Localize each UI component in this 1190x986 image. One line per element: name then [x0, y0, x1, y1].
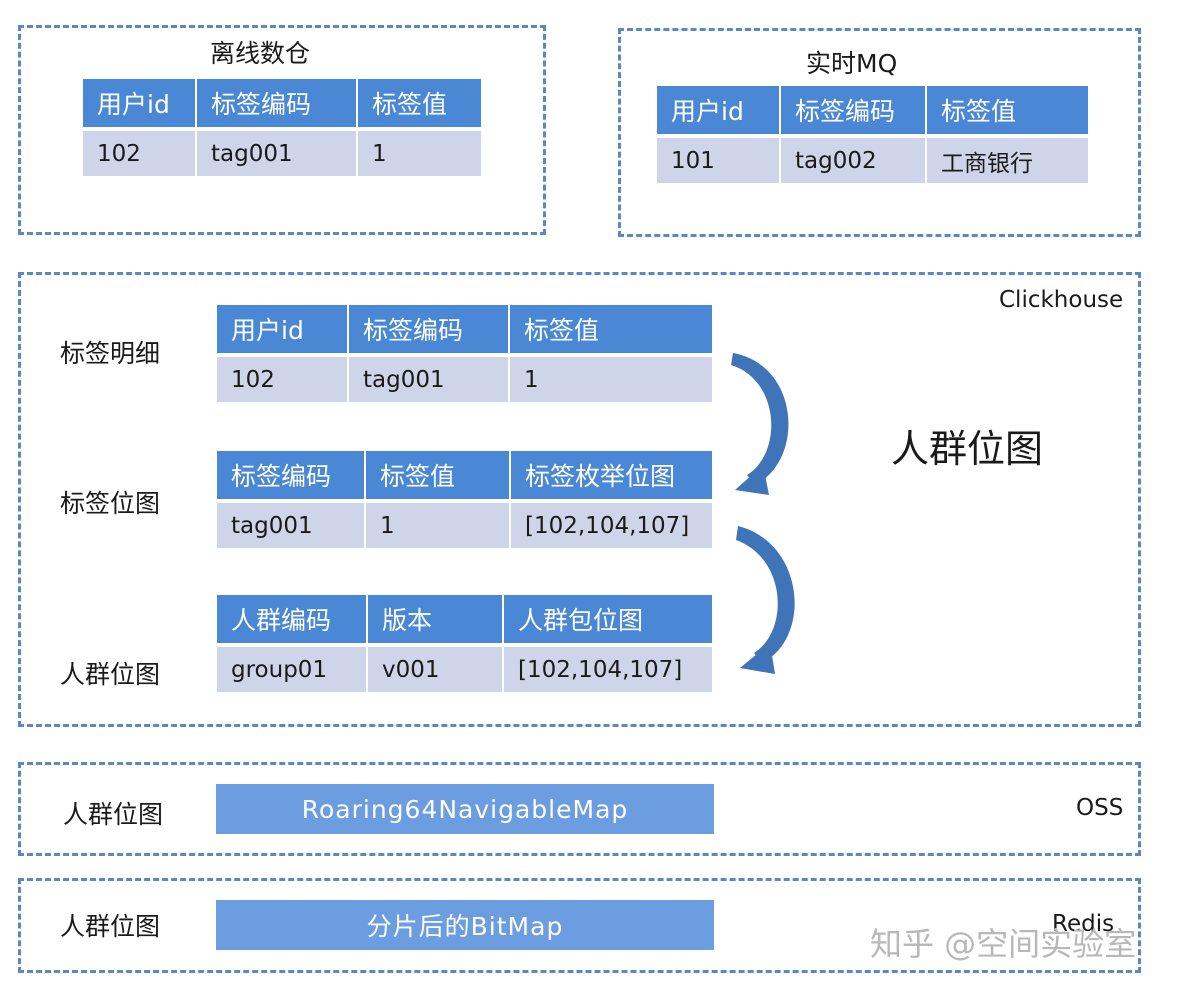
cell-tag-code: tag001: [348, 355, 510, 402]
header-tag-enum-bitmap: 标签枚举位图: [510, 451, 714, 503]
header-tag-code: 标签编码: [217, 451, 366, 503]
offline-table: 用户id 标签编码 标签值 102 tag001 1: [83, 79, 483, 176]
oss-label: 人群位图: [63, 800, 164, 829]
cell-tag-enum-bitmap: [102,104,107]: [510, 501, 714, 548]
curved-arrow-detail-to-tag-bitmap: [731, 353, 789, 495]
tag-detail-label: 标签明细: [60, 339, 161, 368]
redis-bitmap-bar: 分片后的BitMap: [216, 900, 714, 950]
table-row: 102 tag001 1: [217, 355, 714, 402]
crowd-bitmap-label: 人群位图: [60, 660, 161, 689]
cell-tag-value: 工商银行: [926, 136, 1090, 183]
cell-tag-value: 1: [365, 501, 511, 548]
table-header-row: 用户id 标签编码 标签值: [657, 86, 1090, 138]
clickhouse-box: [18, 272, 1141, 727]
realtime-table: 用户id 标签编码 标签值 101 tag002 工商银行: [657, 86, 1090, 183]
table-row: 102 tag001 1: [83, 129, 483, 176]
cell-user-id: 101: [657, 136, 781, 183]
header-tag-code: 标签编码: [780, 86, 927, 138]
watermark: 知乎 @空间实验室: [870, 925, 1137, 963]
header-tag-code: 标签编码: [348, 305, 510, 357]
table-header-row: 用户id 标签编码 标签值: [83, 79, 483, 131]
tag-bitmap-label: 标签位图: [60, 489, 161, 518]
oss-bitmap-bar: Roaring64NavigableMap: [216, 784, 714, 834]
tag-detail-table: 用户id 标签编码 标签值 102 tag001 1: [217, 305, 714, 402]
crowd-bitmap-big-label: 人群位图: [891, 427, 1044, 471]
header-crowd-code: 人群编码: [217, 595, 368, 647]
redis-label: 人群位图: [60, 912, 161, 941]
table-row: group01 v001 [102,104,107]: [217, 645, 714, 692]
cell-tag-code: tag001: [217, 501, 366, 548]
redis-box: [18, 878, 1141, 973]
cell-crowd-package-bitmap: [102,104,107]: [503, 645, 714, 692]
table-header-row: 人群编码 版本 人群包位图: [217, 595, 714, 647]
curved-arrow-tag-bitmap-to-crowd-bitmap: [736, 526, 795, 674]
header-tag-code: 标签编码: [196, 79, 358, 131]
header-tag-value: 标签值: [365, 451, 511, 503]
table-header-row: 标签编码 标签值 标签枚举位图: [217, 451, 714, 503]
header-user-id: 用户id: [657, 86, 781, 138]
cell-crowd-code: group01: [217, 645, 368, 692]
header-tag-value: 标签值: [357, 79, 483, 131]
header-crowd-package-bitmap: 人群包位图: [503, 595, 714, 647]
cell-tag-value: 1: [509, 355, 714, 402]
table-row: 101 tag002 工商银行: [657, 136, 1090, 183]
realtime-mq-box: [618, 28, 1141, 237]
cell-tag-code: tag002: [780, 136, 927, 183]
cell-tag-code: tag001: [196, 129, 358, 176]
redis-tag: Redis: [1052, 911, 1115, 937]
cell-user-id: 102: [83, 129, 197, 176]
header-user-id: 用户id: [83, 79, 197, 131]
cell-version: v001: [367, 645, 504, 692]
cell-tag-value: 1: [357, 129, 483, 176]
cell-user-id: 102: [217, 355, 349, 402]
table-row: tag001 1 [102,104,107]: [217, 501, 714, 548]
clickhouse-tag: Clickhouse: [999, 287, 1124, 313]
header-tag-value: 标签值: [926, 86, 1090, 138]
crowd-bitmap-table: 人群编码 版本 人群包位图 group01 v001 [102,104,107]: [217, 595, 714, 692]
oss-tag: OSS: [1076, 795, 1124, 821]
oss-box: [18, 762, 1141, 856]
realtime-mq-title: 实时MQ: [806, 49, 898, 78]
header-tag-value: 标签值: [509, 305, 714, 357]
header-user-id: 用户id: [217, 305, 349, 357]
offline-warehouse-box: [18, 25, 546, 235]
offline-warehouse-title: 离线数仓: [210, 39, 311, 68]
tag-bitmap-table: 标签编码 标签值 标签枚举位图 tag001 1 [102,104,107]: [217, 451, 714, 548]
table-header-row: 用户id 标签编码 标签值: [217, 305, 714, 357]
header-version: 版本: [367, 595, 504, 647]
